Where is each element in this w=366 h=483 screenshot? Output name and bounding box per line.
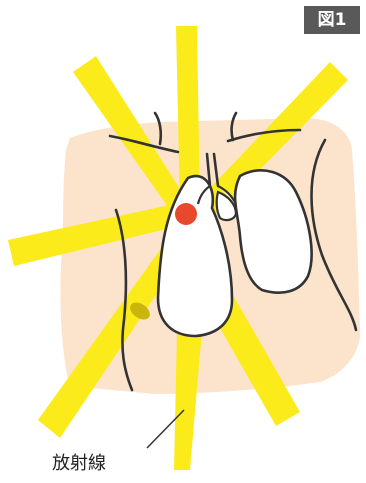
radiation-callout-label: 放射線 — [52, 449, 106, 475]
beam-bottom — [174, 330, 202, 470]
tumor-target — [175, 203, 197, 225]
figure-number-badge: 図1 — [304, 6, 360, 34]
